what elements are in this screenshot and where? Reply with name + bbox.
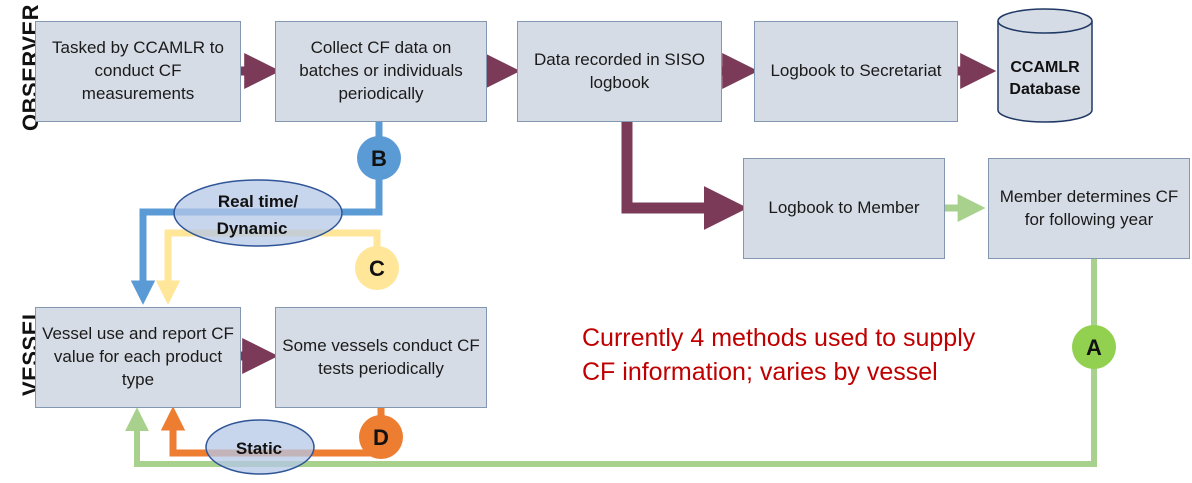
database-label-line2: Database [1009,81,1080,98]
box-recorded: Data recorded in SISO logbook [517,21,722,122]
box-tasked: Tasked by CCAMLR to conduct CF measureme… [35,21,241,122]
realtime-label-line2: Dynamic [217,219,288,238]
marker-d [359,415,403,459]
method-note: Currently 4 methods used to supply CF in… [582,322,975,390]
marker-c-label: C [369,256,385,281]
marker-c [355,246,399,290]
box-member: Logbook to Member [743,158,945,259]
marker-d-label: D [373,425,389,450]
static-ellipse [205,419,315,475]
box-vessel-use: Vessel use and report CF value for each … [35,307,241,408]
box-determines: Member determines CF for following year [988,158,1190,259]
marker-b [357,136,401,180]
database-label-line1: CCAMLR [1010,59,1080,76]
realtime-ellipse [173,179,343,247]
box-collect: Collect CF data on batches or individual… [275,21,487,122]
method-note-line2: CF information; varies by vessel [582,357,938,386]
box-tests: Some vessels conduct CF tests periodical… [275,307,487,408]
marker-b-label: B [371,146,387,171]
arrow-recorded-to-member [621,122,748,230]
box-secretariat: Logbook to Secretariat [754,21,958,122]
static-label: Static [236,439,282,458]
realtime-label-line1: Real time/ [218,192,299,211]
marker-a [1072,325,1116,369]
method-note-line1: Currently 4 methods used to supply [582,324,976,352]
database-cylinder: CCAMLR Database [997,8,1093,123]
marker-a-label: A [1086,335,1102,360]
